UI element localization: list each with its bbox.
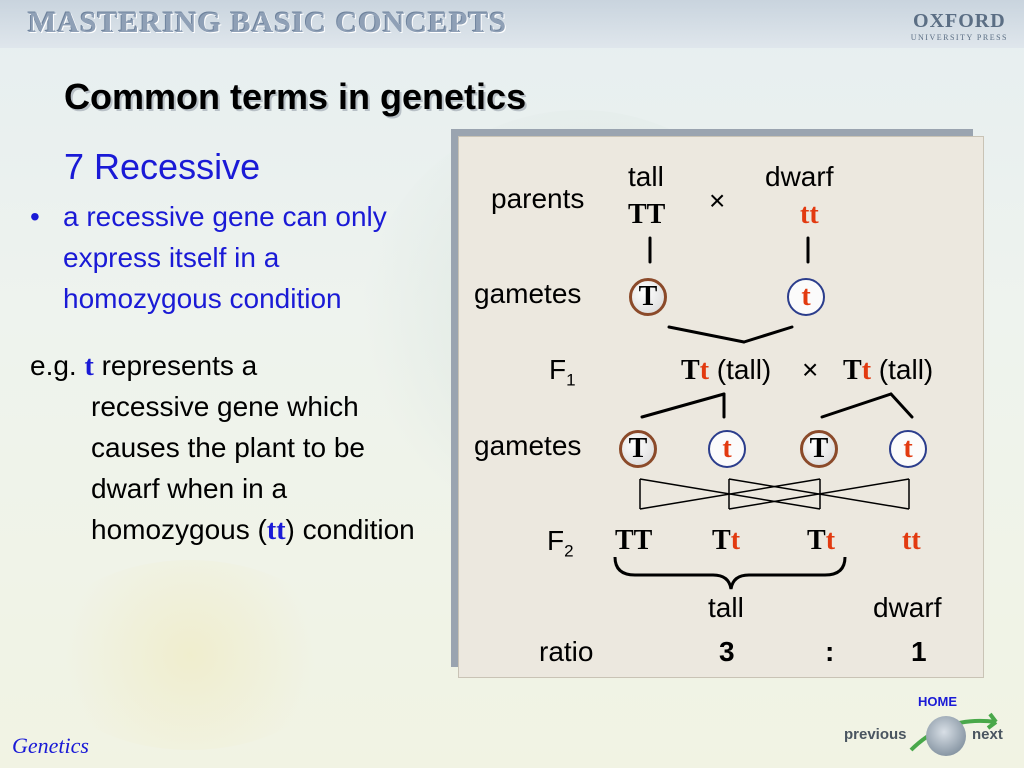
gamete-dominant: T <box>629 278 667 316</box>
header-bar: MASTERING BASIC CONCEPTS OXFORD UNIVERSI… <box>0 0 1024 48</box>
cross-lines <box>613 236 914 590</box>
f1-gamete-4: t <box>889 430 927 468</box>
next-button[interactable]: next <box>972 726 1003 743</box>
f1-join-line-left <box>667 325 746 344</box>
f1-offspring-right: Tt (tall) <box>843 354 933 387</box>
f2-4-recessive: tt <box>902 525 921 556</box>
background-decoration-lower <box>40 560 340 750</box>
f1-label: F1 <box>549 354 576 391</box>
parent2-phenotype: dwarf <box>765 161 834 192</box>
example-body: recessive gene which causes the plant to… <box>91 386 441 551</box>
f1-split-line-3 <box>820 392 893 419</box>
f2-3-recessive: t <box>825 525 836 556</box>
f1-split-line-1 <box>640 392 726 419</box>
bullet-mark: • <box>30 201 40 232</box>
publisher-name: OXFORD <box>913 10 1006 32</box>
f2-cross-4 <box>728 478 910 510</box>
gametes-label-1: gametes <box>474 278 582 309</box>
f1-left-recessive: t <box>699 355 710 386</box>
f1-right-dominant: T <box>843 355 862 386</box>
f2-offspring-1: TT <box>615 524 652 557</box>
f2-offspring-4: tt <box>902 524 921 557</box>
slide-navigation: HOME previous next <box>838 692 1018 764</box>
slide-title: Common terms in genetics <box>64 76 527 117</box>
f1-gamete-2: t <box>708 430 746 468</box>
example-first-line: e.g. t represents a <box>30 345 257 387</box>
home-button[interactable]: HOME <box>918 694 957 709</box>
parent1-genotype: TT <box>628 199 666 230</box>
example-line1-text: represents a <box>93 350 258 381</box>
f2-cross-2 <box>639 478 821 510</box>
example-body-b: ) condition <box>285 514 415 545</box>
example-gene-symbol: t <box>84 351 94 382</box>
f1-offspring-left: Tt (tall) <box>681 354 771 387</box>
series-logo: MASTERING BASIC CONCEPTS <box>28 6 508 39</box>
f2-label: F2 <box>547 525 574 562</box>
f1-subscript: 1 <box>566 370 576 390</box>
nav-center-icon <box>926 716 966 756</box>
phenotype-dwarf: dwarf <box>873 592 942 623</box>
ratio-tall-value: 3 <box>719 636 735 667</box>
f1-letter: F <box>549 354 567 385</box>
gametes-label-2: gametes <box>474 430 582 461</box>
f2-1-dominant: TT <box>615 525 653 556</box>
section-heading: 7 Recessive <box>64 146 261 187</box>
f2-subscript: 2 <box>564 541 574 561</box>
f1-gamete-1: T <box>619 430 657 468</box>
example-prefix: e.g. <box>30 350 77 381</box>
ratio-separator: : <box>825 636 835 667</box>
ratio-dwarf-value: 1 <box>911 636 927 667</box>
f1-right-recessive: t <box>861 355 872 386</box>
f1-left-dominant: T <box>681 355 700 386</box>
gamete-recessive: t <box>787 278 825 316</box>
example-body-a: recessive gene which causes the plant to… <box>91 391 365 545</box>
f1-gamete-3: T <box>800 430 838 468</box>
f2-offspring-3: Tt <box>807 524 835 557</box>
f2-3-dominant: T <box>807 525 826 556</box>
definition-text: a recessive gene can only express itself… <box>63 201 387 314</box>
publisher-logo: OXFORD UNIVERSITY PRESS <box>911 10 1008 42</box>
f1-right-phenotype: (tall) <box>871 354 934 385</box>
f2-2-dominant: T <box>712 525 731 556</box>
f2-2-recessive: t <box>730 525 741 556</box>
f2-letter: F <box>547 525 565 556</box>
previous-button[interactable]: previous <box>844 726 907 743</box>
f1-split-line-4 <box>889 392 914 419</box>
parents-label: parents <box>491 183 585 214</box>
phenotype-tall: tall <box>708 592 744 623</box>
parent2-genotype: tt <box>800 199 819 230</box>
genetic-cross-diagram: parents tall dwarf TT tt × gametes T t F… <box>458 136 984 678</box>
parents-cross-sign: × <box>709 185 726 216</box>
publisher-subtitle: UNIVERSITY PRESS <box>910 33 1008 42</box>
f1-join-line-right <box>742 325 794 344</box>
f2-offspring-2: Tt <box>712 524 740 557</box>
parent1-phenotype: tall <box>628 161 664 192</box>
topic-label: Genetics <box>12 733 89 758</box>
ratio-label: ratio <box>539 636 594 667</box>
f1-cross-sign: × <box>802 354 819 385</box>
f1-left-phenotype: (tall) <box>709 354 772 385</box>
example-genotype: tt <box>266 515 286 546</box>
tall-brace <box>613 556 847 590</box>
